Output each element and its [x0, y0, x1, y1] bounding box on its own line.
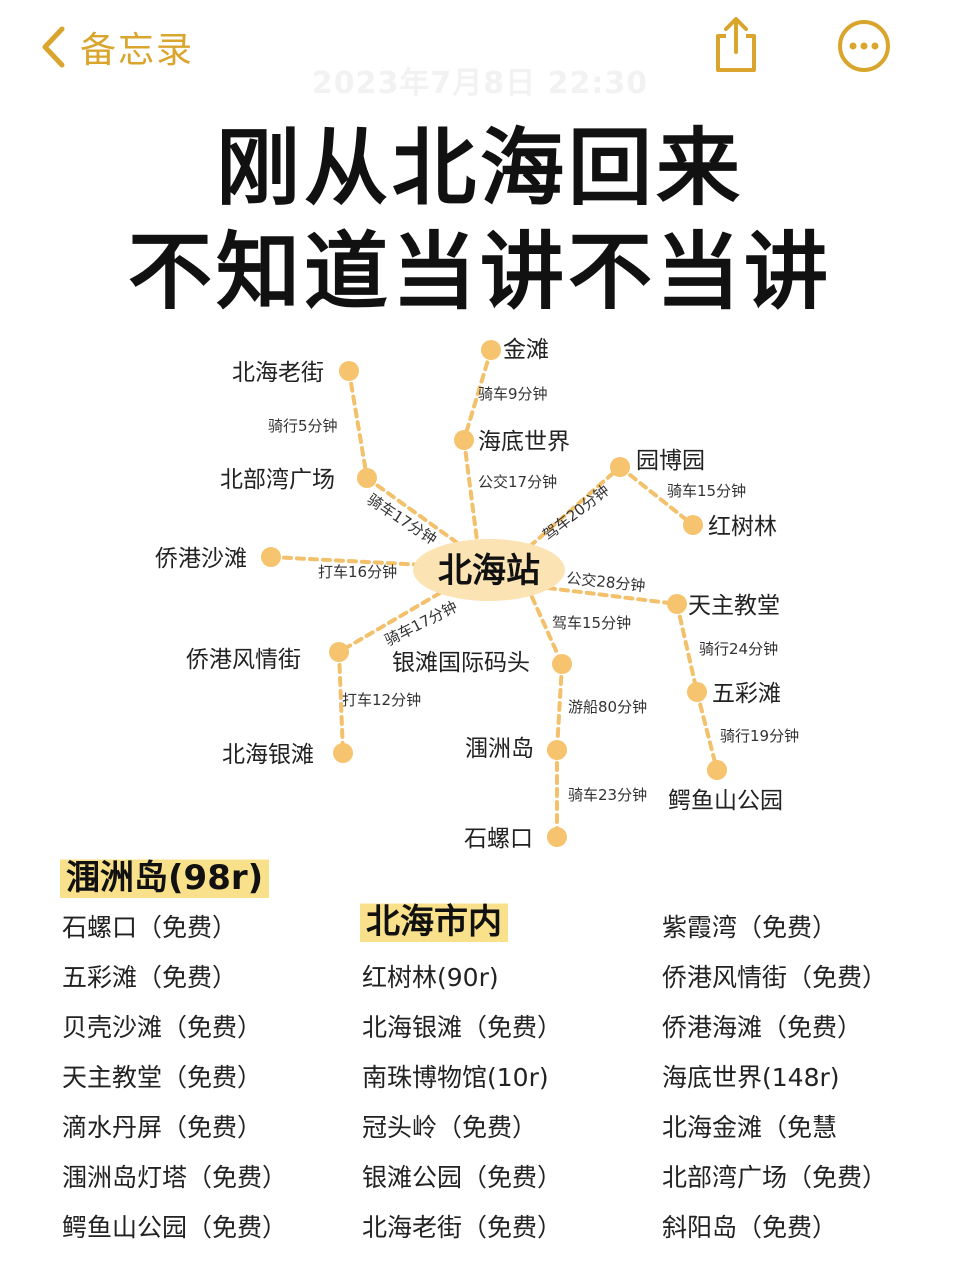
place-yuanbo-garden: 园博园	[636, 448, 705, 474]
list-item: 海底世界(148r)	[662, 1063, 840, 1092]
section-title-city-text: 北海市内	[360, 900, 508, 944]
place-beihai-old-street: 北海老街	[232, 360, 324, 386]
share-icon[interactable]	[708, 14, 764, 74]
leg-cathedral-wucaitan: 骑行24分钟	[699, 640, 778, 658]
place-weizhou: 涠洲岛	[465, 736, 534, 762]
back-label: 备忘录	[80, 30, 195, 71]
list-item: 侨港风情街（免费）	[662, 963, 888, 992]
list-item: 侨港海滩（免费）	[662, 1013, 863, 1042]
headline-line-2: 不知道当讲不当讲	[127, 223, 832, 321]
list-item: 涠洲岛灯塔（免费）	[62, 1163, 288, 1192]
list-item: 北海金滩（免慧	[662, 1113, 838, 1142]
leg-beach-hub: 打车16分钟	[318, 563, 397, 581]
place-undersea-world: 海底世界	[478, 429, 570, 455]
list-item: 天主教堂（免费）	[62, 1063, 263, 1092]
list-item: 石螺口（免费）	[62, 913, 238, 942]
leg-street-yintan: 打车12分钟	[342, 691, 421, 709]
place-beibu-square: 北部湾广场	[220, 467, 335, 493]
chevron-left-icon	[42, 26, 65, 68]
nav-bar: 备忘录 2023年7月8日 22:30	[0, 0, 960, 101]
leg-yuanbo-mangrove: 骑车15分钟	[667, 482, 746, 500]
place-shiluokou: 石螺口	[464, 826, 533, 852]
list-item: 斜阳岛（免费）	[662, 1213, 838, 1242]
place-yintan: 北海银滩	[222, 742, 314, 768]
hub-label: 北海站	[438, 551, 540, 591]
list-item: 银滩公园（免费）	[362, 1163, 563, 1192]
list-weizhou: 石螺口（免费） 五彩滩（免费） 贝壳沙滩（免费） 天主教堂（免费） 滴水丹屏（免…	[62, 903, 287, 1253]
section-title-city: 北海市内	[354, 892, 514, 945]
place-qiaogang-beach: 侨港沙滩	[155, 546, 247, 572]
place-wucaitan: 五彩滩	[712, 681, 781, 707]
section-title-weizhou: 涠洲岛(98r)	[54, 848, 275, 901]
list-item: 北海老街（免费）	[362, 1213, 563, 1242]
leg-undersea-hub: 公交17分钟	[478, 473, 557, 491]
list-item: 鳄鱼山公园（免费）	[62, 1213, 288, 1242]
note-timestamp: 2023年7月8日 22:30	[311, 66, 649, 101]
more-options-icon[interactable]	[836, 18, 892, 74]
place-mangrove: 红树林	[708, 514, 777, 540]
place-silver-pier: 银滩国际码头	[392, 650, 530, 676]
list-item: 滴水丹屏（免费）	[62, 1113, 263, 1142]
leg-pier-weizhou: 游船80分钟	[568, 698, 647, 716]
list-item: 贝壳沙滩（免费）	[62, 1013, 263, 1042]
place-cathedral: 天主教堂	[688, 593, 780, 619]
list-city-1: 红树林(90r) 北海银滩（免费） 南珠博物馆(10r) 冠头岭（免费） 银滩公…	[362, 953, 562, 1253]
station-dots	[261, 340, 727, 847]
back-button[interactable]: 备忘录	[40, 22, 194, 72]
list-item: 南珠博物馆(10r)	[362, 1063, 549, 1092]
place-qiaogang-street: 侨港风情街	[186, 647, 301, 673]
leg-hub-pier: 驾车15分钟	[552, 614, 631, 632]
list-item: 红树林(90r)	[362, 963, 499, 992]
leg-square-hub: 骑车17分钟	[364, 490, 440, 548]
list-city-2: 紫霞湾（免费） 侨港风情街（免费） 侨港海滩（免费） 海底世界(148r) 北海…	[662, 903, 887, 1253]
list-item: 北海银滩（免费）	[362, 1013, 563, 1042]
place-jintan: 金滩	[503, 337, 549, 363]
section-title-weizhou-text: 涠洲岛(98r)	[60, 856, 270, 900]
list-item: 五彩滩（免费）	[62, 963, 238, 992]
leg-jintan-undersea: 骑车9分钟	[478, 385, 548, 403]
list-item: 北部湾广场（免费）	[662, 1163, 888, 1192]
list-item: 紫霞湾（免费）	[662, 913, 838, 942]
leg-hub-qiaogang-street: 骑车17分钟	[382, 598, 461, 650]
place-crocodile-park: 鳄鱼山公园	[668, 788, 783, 814]
list-item: 冠头岭（免费）	[362, 1113, 538, 1142]
headline-line-1: 刚从北海回来	[215, 119, 744, 217]
leg-wucaitan-crocodile: 骑行19分钟	[720, 727, 799, 745]
hub-badge	[413, 539, 565, 601]
leg-weizhou-shiluokou: 骑车23分钟	[568, 786, 647, 804]
leg-oldstreet-square: 骑行5分钟	[268, 417, 338, 435]
route-lines	[269, 348, 719, 839]
